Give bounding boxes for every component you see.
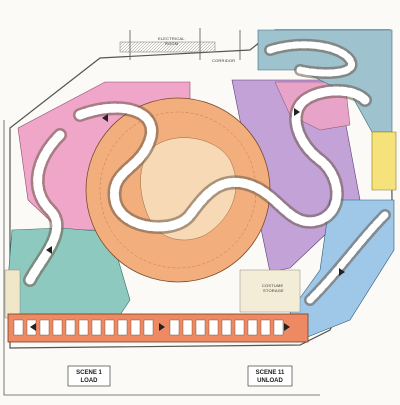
scene-11-label: SCENE 11 [256,370,285,376]
costume-storage-label-1: COSTUME [262,283,284,288]
costume-storage-label-2: STORAGE [263,288,284,293]
scene-11-unload-box: SCENE 11 UNLOAD [247,365,293,387]
electrical-room-label-2: ROOM [165,41,178,46]
electrical-room-label-1: ELECTRICAL [158,36,185,41]
tan-zone-left [4,269,21,319]
teal-zone-top [257,29,393,133]
inner-island [140,137,237,241]
ride-track [23,38,391,306]
direction-arrows [30,108,345,331]
load-strip-vehicles [13,319,284,336]
scene-1-label: SCENE 1 [76,370,102,376]
load-label: LOAD [81,378,99,384]
hatched-structure [119,41,216,53]
yellow-zone [371,131,397,191]
corridor-label: CORRIDOR [212,58,235,63]
tan-zone-bottom [239,269,301,313]
unload-label: UNLOAD [257,378,283,384]
scene-1-load-box: SCENE 1 LOAD [67,365,111,387]
